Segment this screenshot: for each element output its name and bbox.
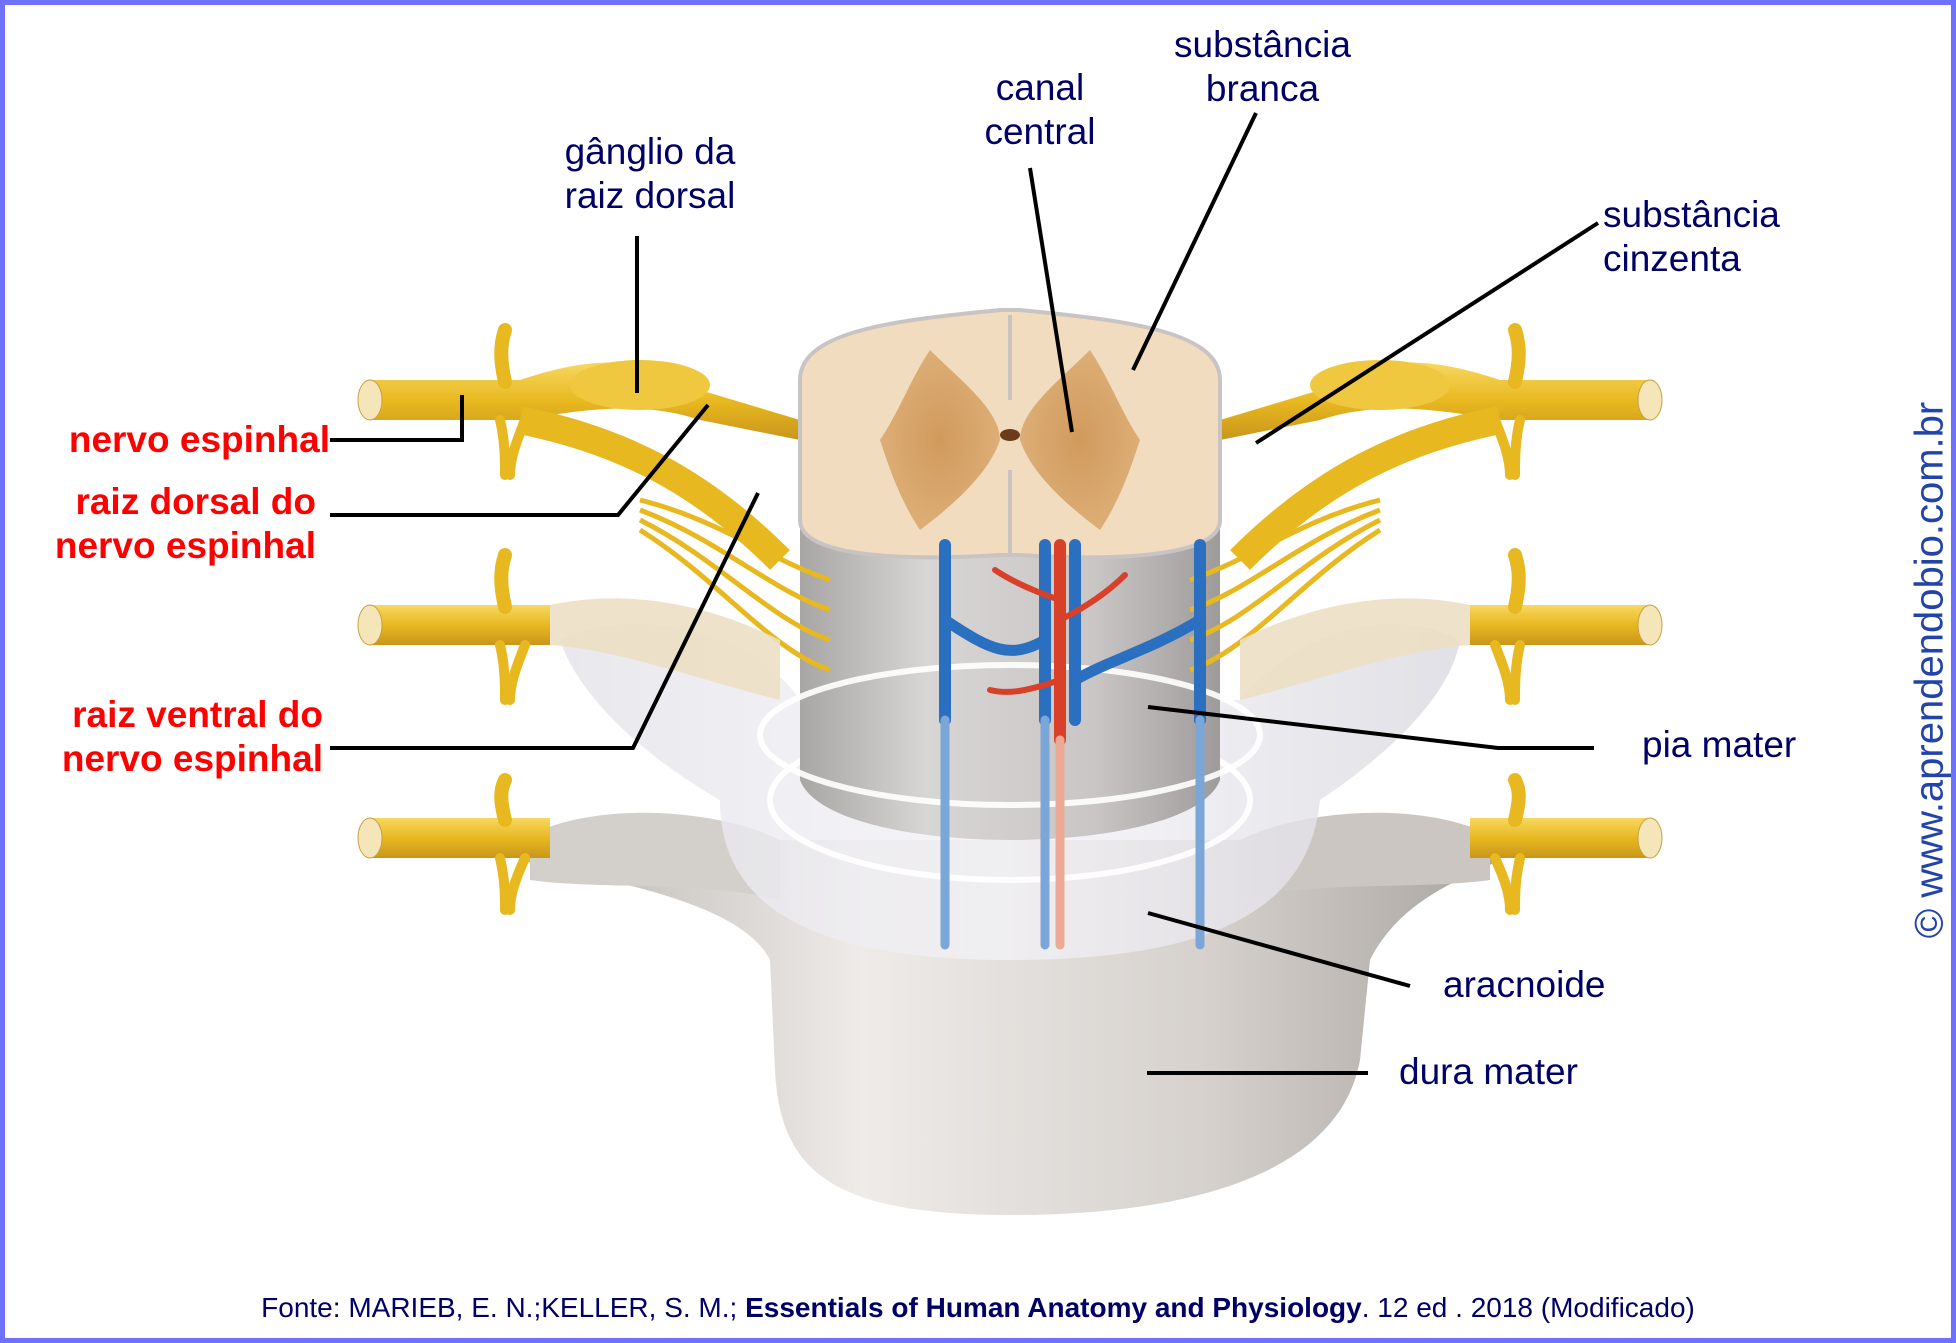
label-raiz-dorsal: raiz dorsal do nervo espinhal [54, 481, 316, 566]
source-credit: Fonte: MARIEB, E. N.;KELLER, S. M.; Esse… [0, 1292, 1956, 1324]
leader-substancia-branca [1131, 112, 1258, 371]
cord-cross-section [798, 308, 1222, 560]
label-dura-mater: dura mater [1399, 1051, 1578, 1092]
label-nervo-espinhal: nervo espinhal [68, 419, 330, 460]
credit-book-title: Essentials of Human Anatomy and Physiolo… [745, 1292, 1362, 1323]
label-substancia-cinzenta: substância cinzenta [1603, 194, 1780, 279]
spinal-nerves [357, 323, 1663, 915]
label-raiz-ventral: raiz ventral do nervo espinhal [61, 694, 323, 779]
credit-prefix: Fonte: MARIEB, E. N.;KELLER, S. M.; [261, 1292, 746, 1323]
label-substancia-branca: substância branca [1174, 24, 1351, 109]
blood-vessels [939, 539, 1206, 950]
gray-matter-left [880, 350, 1000, 530]
label-pia-mater: pia mater [1642, 724, 1797, 765]
leader-aracnoide [1147, 911, 1411, 988]
credit-suffix: . 12 ed . 2018 (Modificado) [1361, 1292, 1695, 1323]
leader-lines [330, 112, 1600, 1075]
nerve-rootlets [638, 497, 1382, 673]
label-canal-central: canal central [984, 67, 1096, 152]
gray-matter-right [1020, 350, 1140, 530]
leader-canal-central [1028, 167, 1074, 433]
leader-substancia-cinzenta [1254, 221, 1600, 445]
watermark: © www.aprendendobio.com.br [1907, 401, 1952, 939]
central-canal [1000, 429, 1020, 441]
leader-nervo-espinhal [330, 395, 464, 442]
leader-raiz-dorsal [330, 403, 710, 517]
label-ganglio-raiz-dorsal: gânglio da raiz dorsal [564, 131, 736, 216]
dura-mater-shape [520, 812, 1500, 1215]
leader-raiz-ventral [330, 492, 760, 750]
label-aracnoide: aracnoide [1443, 964, 1606, 1005]
leader-pia-mater [1147, 705, 1594, 750]
